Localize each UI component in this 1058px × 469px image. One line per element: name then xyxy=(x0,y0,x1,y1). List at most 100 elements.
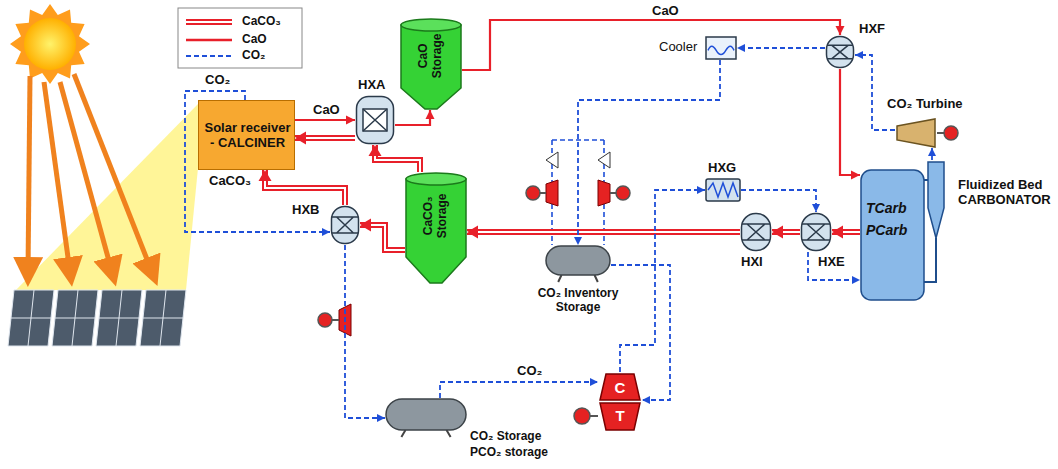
co2-flow-line xyxy=(737,44,825,52)
arrow-head xyxy=(737,44,745,52)
flow-path xyxy=(620,190,705,372)
storage-tank-shape xyxy=(386,399,466,430)
node-label: HXF xyxy=(859,22,885,37)
generator-symbol xyxy=(574,408,590,424)
heat-exchanger: HXF xyxy=(825,35,855,69)
flow-path xyxy=(345,245,385,418)
flow-path xyxy=(375,145,420,172)
co2-flow-line xyxy=(741,190,820,212)
arrow-head xyxy=(812,204,820,212)
node-label: T xyxy=(598,407,642,424)
sun-ray xyxy=(28,76,30,272)
compressor-symbol xyxy=(318,313,332,327)
heat-exchanger-shape xyxy=(825,35,855,69)
flow-label: CaCO₃ xyxy=(207,174,253,188)
co2-flow-line xyxy=(440,378,598,398)
inventory-compressor xyxy=(598,180,610,206)
arrow-head xyxy=(852,276,860,284)
flow-path xyxy=(375,145,420,172)
arrow-head xyxy=(322,228,330,236)
inventory-compressor xyxy=(598,152,610,168)
heat-exchanger-shape xyxy=(802,224,830,240)
node-label: CO₂ Inventory Storage xyxy=(523,287,633,315)
heat-exchanger-shape xyxy=(357,97,394,144)
caco3-flow-line xyxy=(360,219,405,251)
flow-path xyxy=(467,231,740,233)
arrow-head xyxy=(467,226,478,239)
co2-flow-line xyxy=(620,186,705,372)
legend-box xyxy=(186,19,232,25)
heat-exchanger-shape xyxy=(742,224,770,240)
inventory-compressor xyxy=(616,186,630,200)
arrow-head xyxy=(377,414,385,422)
heat-exchanger-shape xyxy=(827,37,854,68)
edge-label: CO₂ xyxy=(515,364,544,378)
flow-path xyxy=(440,382,598,398)
inventory-compressor xyxy=(526,186,540,200)
flow-path xyxy=(265,170,345,205)
heat-exchanger-shape xyxy=(363,109,387,131)
arrow-head xyxy=(295,132,306,145)
arrow-head xyxy=(642,396,650,404)
caco3-flow-line xyxy=(369,145,421,172)
storage-tank-shape xyxy=(545,245,611,283)
heat-exchanger-shape xyxy=(800,212,832,252)
compressor-symbol xyxy=(332,319,339,321)
arrow-head xyxy=(832,226,843,239)
cooler-unit-shape xyxy=(706,37,736,59)
heat-exchanger: HXG xyxy=(705,178,741,202)
sun-ray xyxy=(74,74,152,272)
node-label: CO₂ Turbine xyxy=(887,97,963,112)
flow-path xyxy=(737,47,825,49)
compressor-symbol xyxy=(318,304,351,336)
heat-exchanger-shape xyxy=(332,217,358,233)
sun xyxy=(10,4,90,84)
flow-path xyxy=(462,20,840,70)
node-label: Cooler xyxy=(659,40,697,55)
arrow-head xyxy=(360,219,371,232)
co2-flow-line xyxy=(574,60,720,245)
flow-path xyxy=(578,60,720,245)
arrow-head xyxy=(855,51,863,59)
storage-tank-shape xyxy=(558,275,598,282)
heat-exchanger-shape xyxy=(802,214,831,251)
sun xyxy=(24,18,76,70)
generator-symbol xyxy=(590,415,598,417)
inventory-compressor xyxy=(546,180,558,206)
heat-exchanger-shape xyxy=(827,45,853,59)
heat-exchanger: HXI xyxy=(740,212,772,252)
caco3-flow-line xyxy=(772,226,800,239)
node-label: HXG xyxy=(708,161,736,176)
carbonator-reactor: TCarbPCarbFluidized Bed CARBONATOR xyxy=(860,160,952,302)
node-label: HXE xyxy=(818,255,845,270)
node-label: HXI xyxy=(741,255,763,270)
arrow-head xyxy=(369,145,382,156)
caco3-flow-line xyxy=(467,226,740,239)
co2-turbine-shape xyxy=(895,118,937,148)
heat-exchanger-shape xyxy=(740,212,772,252)
flow-path xyxy=(855,55,895,130)
storage-tank-shape xyxy=(385,398,467,438)
heat-exchanger-shape xyxy=(705,178,741,202)
storage-tank-shape xyxy=(546,246,610,275)
flow-path xyxy=(808,252,860,280)
co2-flow-line xyxy=(185,91,330,236)
cooler-unit: Cooler xyxy=(705,36,737,60)
arrow-head xyxy=(851,171,860,180)
storage-silo-shape xyxy=(406,173,466,185)
storage-silo: CaCO₃ Storage xyxy=(405,172,467,284)
arrow-head xyxy=(697,186,705,194)
cao-flow-line xyxy=(462,20,845,70)
node-label: Fluidized Bed CARBONATOR xyxy=(958,178,1054,208)
cao-flow-line xyxy=(840,69,860,180)
heat-exchanger-shape xyxy=(363,109,387,131)
compressor-turbine: CT xyxy=(598,372,642,432)
generator-symbol xyxy=(944,126,958,140)
carbonator-reactor-shape xyxy=(861,170,924,300)
heat-exchanger-shape xyxy=(742,214,771,251)
co2-flow-line xyxy=(808,252,860,284)
node-label: CO₂ Storage xyxy=(470,430,541,444)
caco3-flow-line xyxy=(295,132,355,145)
